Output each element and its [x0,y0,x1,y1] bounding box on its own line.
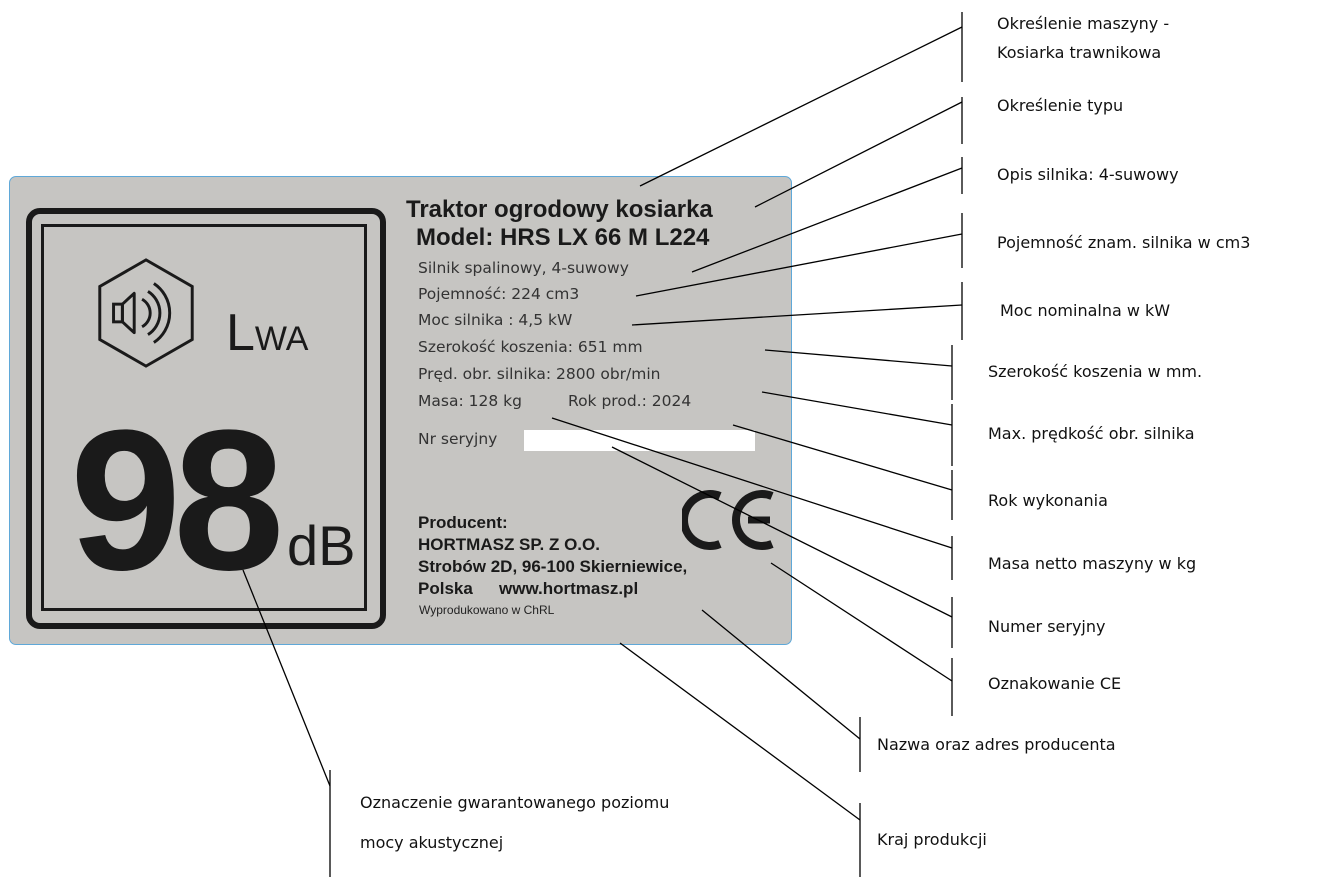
annotation-machine-designation: Określenie maszyny - [997,14,1170,33]
noise-value: 98 [70,389,284,612]
serial-number-field [524,430,755,451]
leader-cutting [764,349,953,367]
leader-capacity [635,233,963,297]
annotation-machine-designation-2: Kosiarka trawnikowa [997,43,1162,62]
spec-power: Moc silnika : 4,5 kW [418,311,573,329]
spec-capacity: Pojemność: 224 cm3 [418,285,580,303]
manufacturer-country: Polska [418,579,473,598]
rating-plate: LWA 98 dB Traktor ogrodowy kosiarka Mode… [9,176,792,645]
spec-year: Rok prod.: 2024 [568,392,692,410]
annotation-cutting-width: Szerokość koszenia w mm. [988,362,1203,381]
plate-title: Traktor ogrodowy kosiarka [406,196,713,223]
leader-country [619,642,861,821]
plate-model: Model: HRS LX 66 M L224 [416,224,710,251]
annotation-type: Określenie typu [997,96,1124,115]
leader-manufacturer [701,609,861,740]
lwa-symbol: LWA [226,307,308,359]
leader-engine [691,167,963,273]
manufacturer-name: HORTMASZ SP. Z O.O. [418,535,600,554]
annotation-engine: Opis silnika: 4-suwowy [997,165,1179,184]
annotation-serial: Numer seryjny [988,617,1106,636]
annotation-manufacturer: Nazwa oraz adres producenta [877,735,1116,754]
leader-power [631,304,963,326]
spec-speed: Pręd. obr. silnika: 2800 obr/min [418,365,661,383]
leader-ce [770,562,953,682]
leader-noise [242,569,331,787]
annotation-max-speed: Max. prędkość obr. silnika [988,424,1195,443]
spec-engine: Silnik spalinowy, 4-suwowy [418,259,629,277]
leader-type [754,101,963,208]
noise-unit: dB [287,514,356,577]
annotation-capacity: Pojemność znam. silnika w cm3 [997,233,1251,252]
noise-label-inner-frame: LWA 98 dB [41,224,367,611]
sound-power-hexagon-icon [98,258,194,368]
manufacturer-website: www.hortmasz.pl [499,579,639,598]
made-in: Wyprodukowano w ChRL [419,603,555,617]
manufacturer-address: Strobów 2D, 96-100 Skierniewice, [418,557,688,576]
leader-machine [639,26,963,187]
leader-serial [611,446,953,618]
annotation-noise-level: Oznaczenie gwarantowanego poziomu [360,793,670,812]
annotation-country: Kraj produkcji [877,830,987,849]
lwa-subscript: WA [254,320,309,358]
manufacturer-label: Producent: [418,513,508,532]
spec-cutting-width: Szerokość koszenia: 651 mm [418,338,643,356]
annotation-mass: Masa netto maszyny w kg [988,554,1197,573]
leader-speed [761,391,953,426]
annotation-power: Moc nominalna w kW [1000,301,1171,320]
spec-mass: Masa: 128 kg [418,392,522,410]
annotation-ce: Oznakowanie CE [988,674,1122,693]
serial-label: Nr seryjny [418,430,498,448]
annotation-noise-level-2: mocy akustycznej [360,833,504,852]
leader-year [732,424,953,491]
lwa-l: L [226,304,255,362]
noise-label-frame: LWA 98 dB [26,208,386,629]
annotation-year: Rok wykonania [988,491,1108,510]
leader-mass [551,417,953,549]
